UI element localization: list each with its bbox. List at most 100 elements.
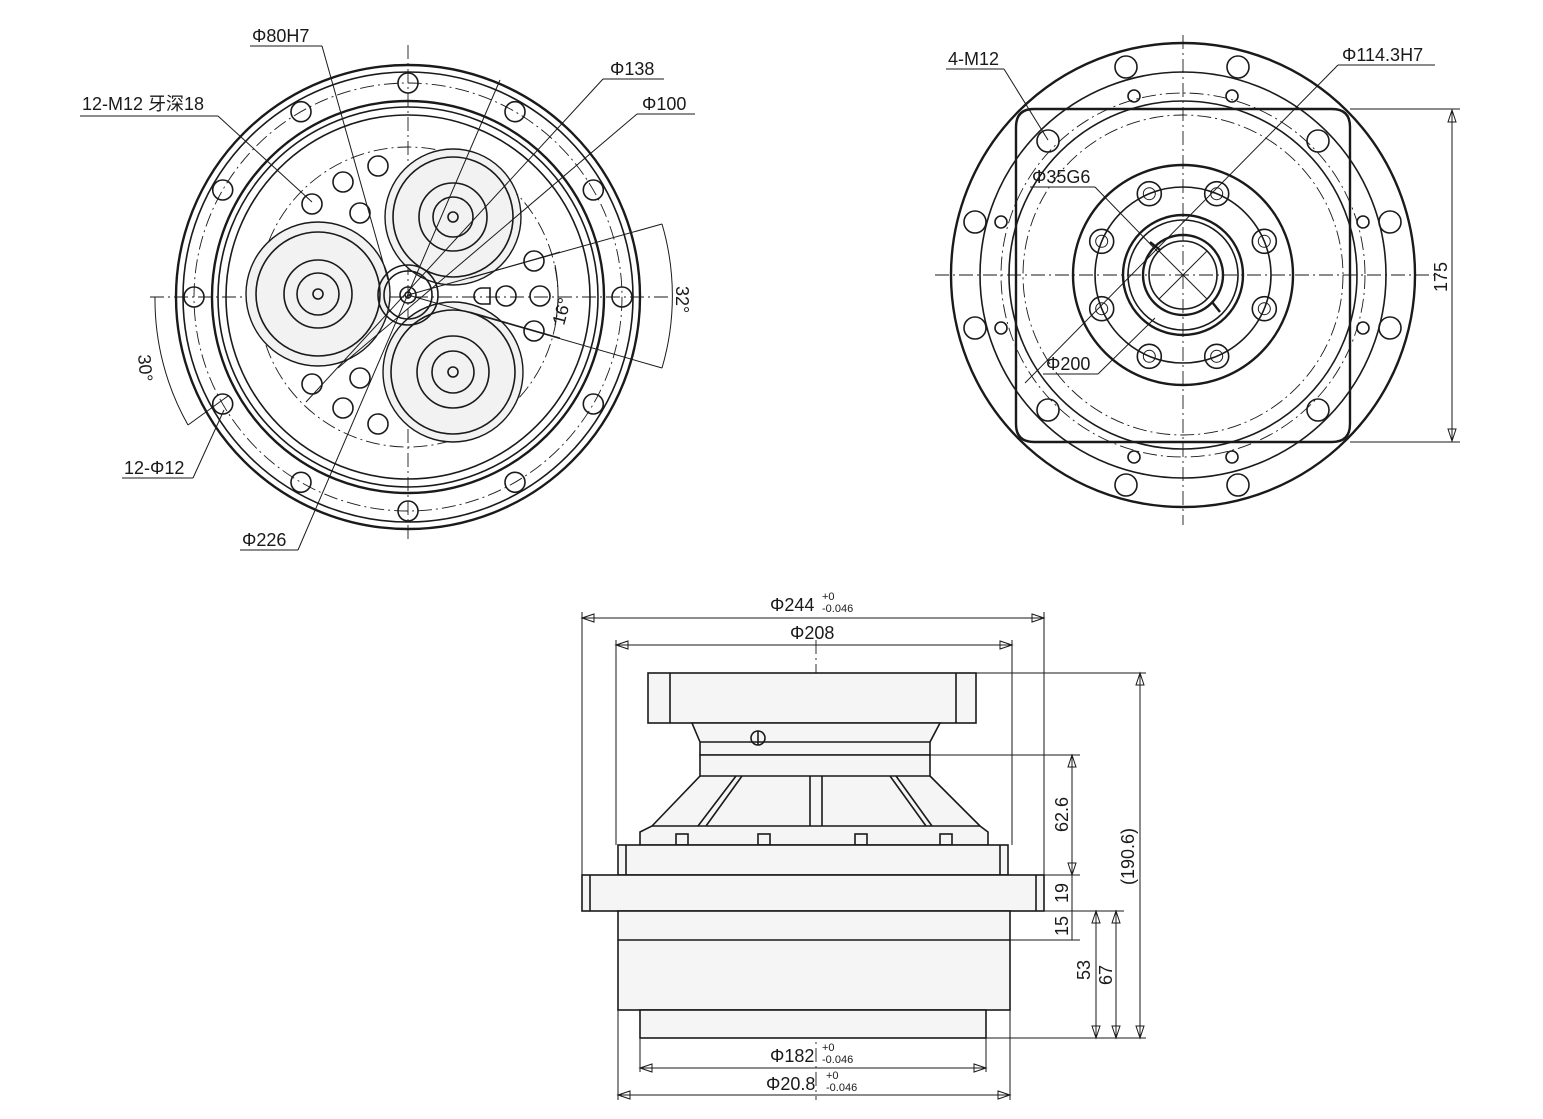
side-view: Φ244 +0 -0.046 Φ208 62.6 19 15 53 67 (19… xyxy=(580,591,1146,1100)
corner-tapped-hole xyxy=(1036,398,1060,422)
tapped-hole xyxy=(332,397,354,419)
cap-screw-socket xyxy=(1142,349,1156,363)
outer-hole xyxy=(1226,55,1250,79)
label-d244-tol-upper: +0 xyxy=(822,591,835,603)
cap-screw-socket xyxy=(1257,302,1271,316)
small-hole xyxy=(994,321,1008,335)
rear-leaders xyxy=(946,64,1460,443)
cap-screw xyxy=(1088,295,1115,322)
label-d35: Φ35G6 xyxy=(1032,167,1090,187)
label-d100: Φ100 xyxy=(642,94,686,114)
bolt-hole xyxy=(582,393,605,415)
rear-view: 4-M12 Φ114.3H7 Φ35G6 Φ200 175 xyxy=(935,35,1460,525)
label-d208b: Φ20.8 xyxy=(766,1074,815,1094)
tapped-hole xyxy=(349,367,371,389)
label-angle32: 32° xyxy=(672,286,692,313)
small-hole xyxy=(1127,450,1141,464)
outer-hole xyxy=(963,210,987,234)
label-d200: Φ200 xyxy=(1046,354,1090,374)
label-d182-tol-lower: -0.046 xyxy=(822,1054,853,1066)
bolt-hole xyxy=(211,179,234,201)
cap-screw-socket xyxy=(1142,187,1156,201)
side-dimensions xyxy=(580,612,1146,1100)
label-h175: 175 xyxy=(1431,262,1451,292)
front-outer-flange xyxy=(174,63,642,531)
label-m12-4: 4-M12 xyxy=(948,49,999,69)
rear-holes xyxy=(963,55,1402,497)
outer-hole xyxy=(1114,473,1138,497)
small-hole xyxy=(994,215,1008,229)
small-hole xyxy=(1356,215,1370,229)
label-d208b-tol-lower: -0.046 xyxy=(826,1082,857,1094)
tapped-hole xyxy=(529,285,551,307)
label-angle30: 30° xyxy=(134,354,156,383)
label-holes12: 12-Φ12 xyxy=(124,458,184,478)
label-d226: Φ226 xyxy=(242,530,286,550)
cap-screw-socket xyxy=(1210,349,1224,363)
outer-hole xyxy=(1378,316,1402,340)
outer-hole xyxy=(1114,55,1138,79)
bolt-hole xyxy=(504,471,526,494)
small-hole xyxy=(1225,450,1239,464)
corner-tapped-hole xyxy=(1306,129,1330,153)
cap-screw-socket xyxy=(1257,234,1271,248)
label-d244: Φ244 xyxy=(770,595,814,615)
tapped-hole xyxy=(523,250,545,272)
tapped-hole xyxy=(367,155,389,177)
label-h53: 53 xyxy=(1074,960,1094,980)
cap-screw-socket xyxy=(1095,234,1109,248)
bolt-hole xyxy=(504,100,526,123)
small-hole xyxy=(1356,321,1370,335)
bolt-hole xyxy=(397,72,419,94)
outer-hole xyxy=(1226,473,1250,497)
label-d182-tol-upper: +0 xyxy=(822,1042,835,1054)
label-d208: Φ208 xyxy=(790,623,834,643)
front-leaders xyxy=(80,45,695,551)
front-view: Φ80H7 12-M12 牙深18 Φ138 Φ100 32° 16° 30° … xyxy=(80,26,695,551)
bolt-hole xyxy=(183,286,205,308)
bolt-hole xyxy=(290,100,312,123)
corner-tapped-hole xyxy=(1306,398,1330,422)
bolt-hole xyxy=(290,471,312,494)
outer-hole xyxy=(1378,210,1402,234)
cap-screw xyxy=(1088,228,1115,255)
tapped-hole xyxy=(367,413,389,435)
cap-screw xyxy=(1251,228,1278,255)
label-h67: 67 xyxy=(1096,965,1116,985)
tapped-hole xyxy=(349,202,371,224)
cap-screw xyxy=(1203,180,1230,207)
label-h15: 15 xyxy=(1052,916,1072,936)
tapped-hole xyxy=(301,373,323,395)
label-d208b-tol-upper: +0 xyxy=(826,1070,839,1082)
front-bolt-holes xyxy=(183,72,633,522)
cap-screw-socket xyxy=(1095,302,1109,316)
label-h190: (190.6) xyxy=(1118,828,1138,885)
label-d80: Φ80H7 xyxy=(252,26,309,46)
cap-screw xyxy=(1136,343,1163,370)
label-m12-depth: 12-M12 牙深18 xyxy=(82,94,204,114)
bolt-hole xyxy=(611,286,633,308)
corner-tapped-hole xyxy=(1036,129,1060,153)
cap-screw xyxy=(1136,180,1163,207)
outer-hole xyxy=(963,316,987,340)
label-h62: 62.6 xyxy=(1052,797,1072,832)
bolt-hole xyxy=(397,500,419,522)
cap-screw xyxy=(1251,295,1278,322)
tapped-hole xyxy=(301,193,323,215)
cap-screw xyxy=(1203,343,1230,370)
bolt-hole xyxy=(582,179,605,201)
label-d244-tol-lower: -0.046 xyxy=(822,603,853,615)
small-hole xyxy=(1127,89,1141,103)
label-h19: 19 xyxy=(1052,883,1072,903)
tapped-hole xyxy=(523,320,545,342)
small-hole xyxy=(1225,89,1239,103)
label-d138: Φ138 xyxy=(610,59,654,79)
label-angle16: 16° xyxy=(549,296,575,327)
planet-gears xyxy=(245,148,524,443)
label-d114: Φ114.3H7 xyxy=(1342,45,1423,65)
tapped-hole xyxy=(495,285,517,307)
label-d182: Φ182 xyxy=(770,1046,814,1066)
front-inner-holes xyxy=(301,155,551,435)
tapped-hole xyxy=(332,171,354,193)
